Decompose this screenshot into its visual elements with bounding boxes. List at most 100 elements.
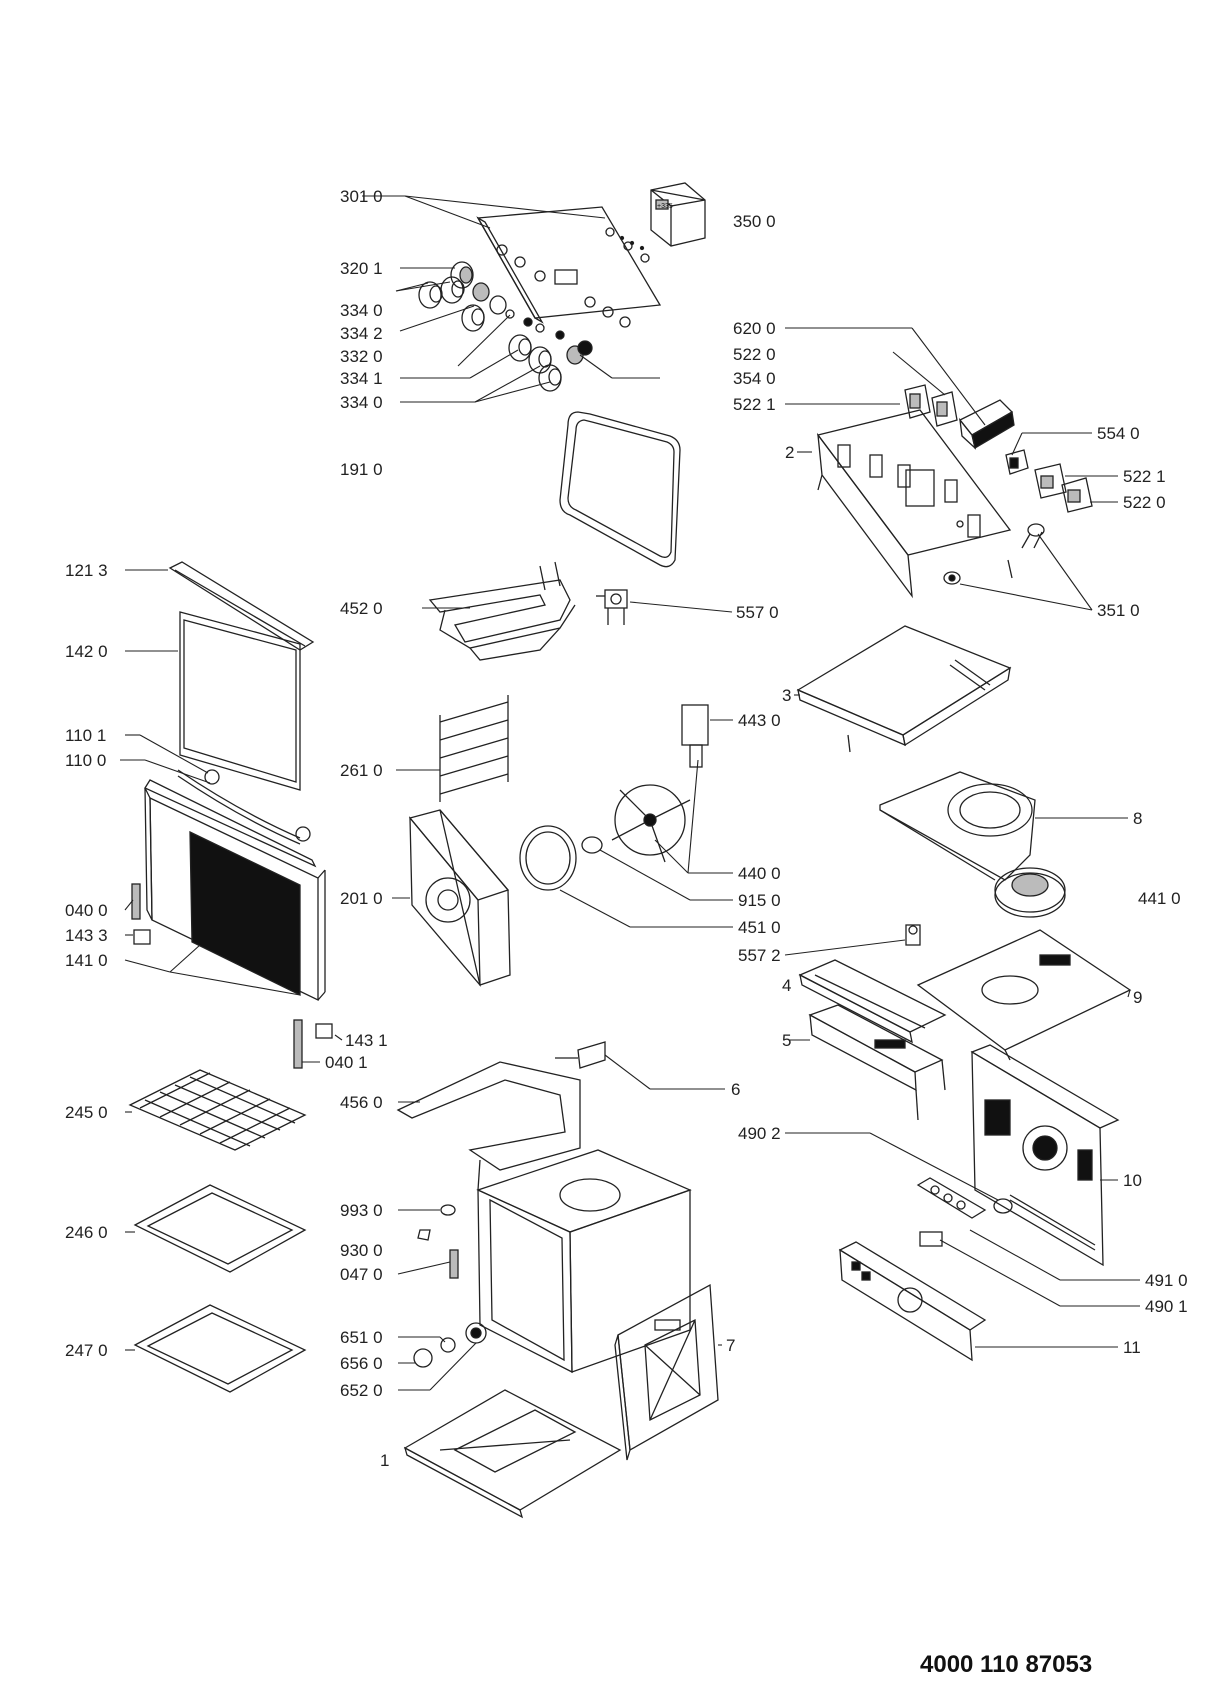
label-5: 5 xyxy=(782,1031,791,1050)
label-930-0: 930 0 xyxy=(340,1241,383,1260)
label-143-3: 143 3 xyxy=(65,926,108,945)
label-334-1: 334 1 xyxy=(340,369,383,388)
label-354-0: 354 0 xyxy=(733,369,776,388)
oven-cavity xyxy=(476,1149,692,1374)
label-443-0: 443 0 xyxy=(738,711,781,730)
label-142-0: 142 0 xyxy=(65,642,108,661)
cabinet-top-panel xyxy=(796,625,1012,753)
label-110-1: 110 1 xyxy=(65,726,106,745)
cooling-fan xyxy=(994,867,1066,918)
side-panel xyxy=(614,1283,719,1461)
label-9: 9 xyxy=(1133,988,1142,1007)
label-143-1: 143 1 xyxy=(345,1031,388,1050)
programmer-clock: +335 xyxy=(650,182,706,247)
label-040-0: 040 0 xyxy=(65,901,108,920)
label-651-0: 651 0 xyxy=(340,1328,383,1347)
rear-fan-cover xyxy=(408,809,511,987)
label-201-0: 201 0 xyxy=(340,889,383,908)
cavity-small-parts xyxy=(417,1204,459,1279)
label-522-0-b: 522 0 xyxy=(1123,493,1166,512)
label-247-0: 247 0 xyxy=(65,1341,108,1360)
label-191-0: 191 0 xyxy=(340,460,383,479)
label-7: 7 xyxy=(726,1336,735,1355)
lower-heating-element xyxy=(396,1041,606,1171)
air-duct-5 xyxy=(808,1004,946,1121)
label-334-0-a: 334 0 xyxy=(340,301,383,320)
label-332-0: 332 0 xyxy=(340,347,383,366)
shallow-tray xyxy=(133,1184,307,1273)
label-915-0: 915 0 xyxy=(738,891,781,910)
label-620-0: 620 0 xyxy=(733,319,776,338)
inner-door-glass xyxy=(179,611,301,791)
oven-lamp xyxy=(413,1322,487,1368)
convection-fan-assembly xyxy=(519,704,709,891)
label-040-1: 040 1 xyxy=(325,1053,368,1072)
label-301-0: 301 0 xyxy=(340,187,383,206)
wire-shelf xyxy=(128,1069,307,1151)
label-522-1-a: 522 1 xyxy=(733,395,776,414)
label-1: 1 xyxy=(380,1451,389,1470)
label-993-0: 993 0 xyxy=(340,1201,383,1220)
label-522-1-b: 522 1 xyxy=(1123,467,1166,486)
label-246-0: 246 0 xyxy=(65,1223,108,1242)
cavity-bottom-panel xyxy=(403,1389,622,1519)
document-number: 4000 110 87053 xyxy=(920,1651,1093,1678)
label-10: 10 xyxy=(1123,1171,1142,1190)
selector-switches-right xyxy=(1005,449,1093,513)
terminal-block xyxy=(958,399,1015,450)
label-350-0: 350 0 xyxy=(733,212,776,231)
label-110-0: 110 0 xyxy=(65,751,106,770)
control-knobs xyxy=(418,261,593,392)
outer-door xyxy=(144,769,326,1002)
label-3: 3 xyxy=(782,686,791,705)
label-320-1: 320 1 xyxy=(340,259,383,278)
door-seal xyxy=(559,411,681,568)
label-4: 4 xyxy=(782,976,791,995)
air-duct-4 xyxy=(798,959,947,1044)
grill-element xyxy=(428,561,576,661)
label-441-0: 441 0 xyxy=(1138,889,1181,908)
label-334-0-b: 334 0 xyxy=(340,393,383,412)
label-2: 2 xyxy=(785,443,794,462)
label-8: 8 xyxy=(1133,809,1142,828)
control-panel-fascia xyxy=(476,206,662,328)
mains-terminal xyxy=(916,1177,1013,1247)
control-panel-frame xyxy=(816,409,1013,599)
label-452-0: 452 0 xyxy=(340,599,383,618)
fan-duct xyxy=(879,771,1036,881)
label-554-0: 554 0 xyxy=(1097,424,1140,443)
thermostat-557-0 xyxy=(596,589,628,625)
label-456-0: 456 0 xyxy=(340,1093,383,1112)
label-490-1: 490 1 xyxy=(1145,1297,1188,1316)
deep-tray xyxy=(133,1304,307,1393)
label-451-0: 451 0 xyxy=(738,918,781,937)
label-490-2: 490 2 xyxy=(738,1124,781,1143)
label-440-0: 440 0 xyxy=(738,864,781,883)
label-656-0: 656 0 xyxy=(340,1354,383,1373)
label-652-0: 652 0 xyxy=(340,1381,383,1400)
cabinet-side-plate xyxy=(916,929,1132,1061)
bottom-cover-panel xyxy=(838,1241,987,1362)
lamp-holders xyxy=(943,523,1045,585)
door-top-trim xyxy=(168,561,315,651)
label-11: 11 xyxy=(1123,1338,1141,1357)
door-hinge-right xyxy=(293,1019,333,1069)
thermostat-557-2 xyxy=(905,924,921,946)
label-491-0: 491 0 xyxy=(1145,1271,1188,1290)
part-labels: 301 0 350 0 320 1 334 0 334 2 332 0 334 … xyxy=(65,187,1188,1470)
label-245-0: 245 0 xyxy=(65,1103,108,1122)
svg-text:+335: +335 xyxy=(657,203,673,210)
label-141-0: 141 0 xyxy=(65,951,108,970)
selector-switches-left xyxy=(904,384,958,427)
label-522-0-a: 522 0 xyxy=(733,345,776,364)
label-6: 6 xyxy=(731,1080,740,1099)
leader-lines xyxy=(120,195,1140,1391)
label-261-0: 261 0 xyxy=(340,761,383,780)
label-047-0: 047 0 xyxy=(340,1265,383,1284)
label-121-3: 121 3 xyxy=(65,561,108,580)
rear-panel xyxy=(970,1044,1120,1267)
shelf-supports xyxy=(439,695,509,802)
label-351-0: 351 0 xyxy=(1097,601,1140,620)
label-557-0: 557 0 xyxy=(736,603,779,622)
